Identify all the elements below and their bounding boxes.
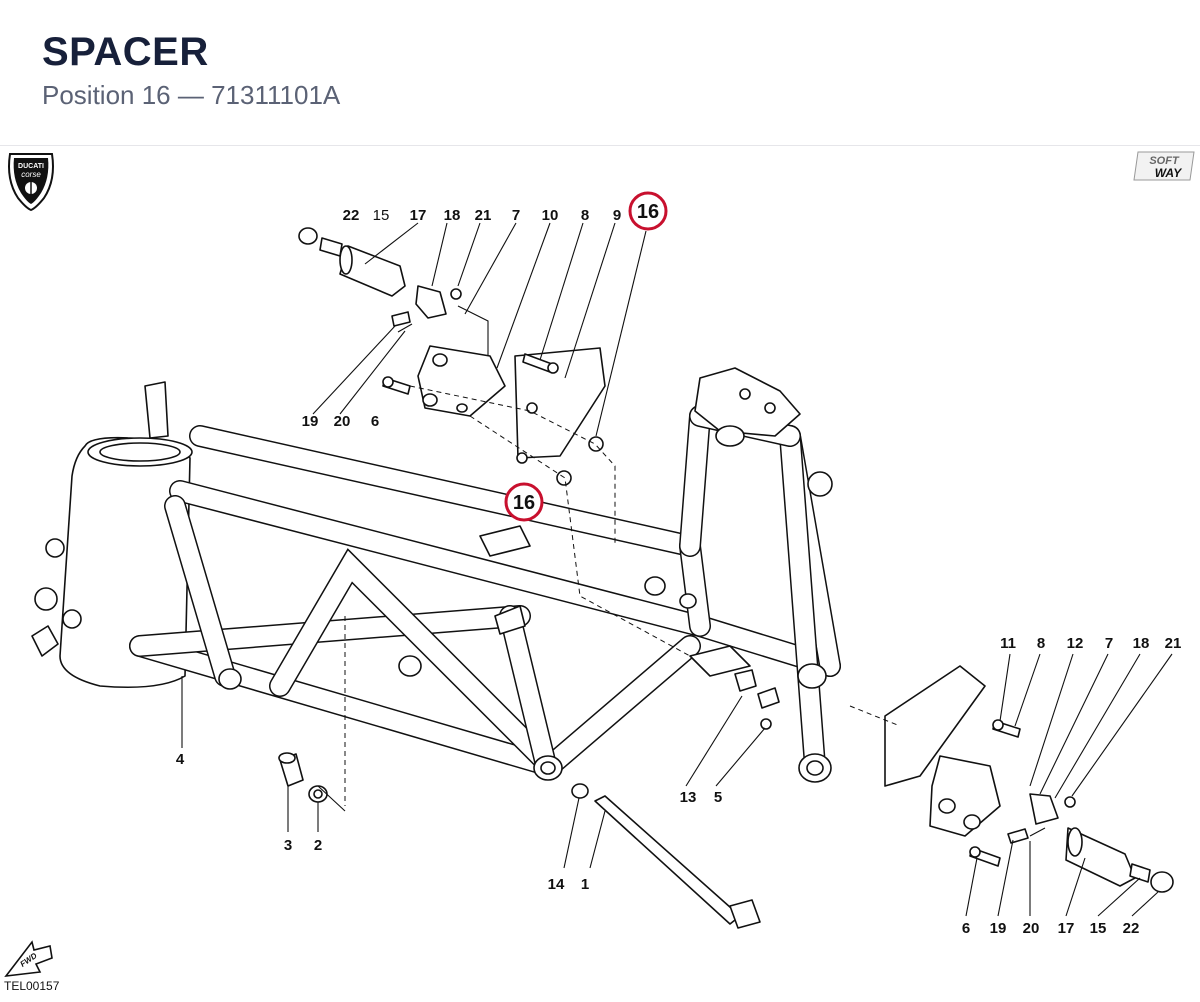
misc-parts	[278, 616, 780, 929]
callout-9: 9	[613, 207, 621, 224]
forward-direction-arrow: FWD	[4, 940, 53, 978]
left-footpeg-assembly	[298, 227, 691, 657]
callout-12: 12	[1067, 635, 1084, 652]
callout-22: 22	[343, 207, 360, 224]
callout-19-right: 19	[990, 920, 1007, 937]
callout-8: 8	[581, 207, 589, 224]
callout-10: 10	[542, 207, 559, 224]
callout-20-right: 20	[1023, 920, 1040, 937]
main-frame	[31, 367, 841, 783]
header: SPACER Position 16 — 71311101A	[42, 28, 340, 112]
callout-3: 3	[284, 837, 292, 854]
spacer-16-upper	[588, 436, 604, 452]
softway-text-top: SOFT	[1149, 155, 1180, 167]
page-title: SPACER	[42, 30, 209, 74]
callout-18-right: 18	[1133, 635, 1150, 652]
callout-21: 21	[475, 207, 492, 224]
callout-6: 6	[371, 413, 379, 430]
callout-18: 18	[444, 207, 461, 224]
callout-2: 2	[314, 837, 322, 854]
callout-5: 5	[714, 789, 722, 806]
logo-text-bottom: corse	[21, 170, 41, 179]
callout-17: 17	[410, 207, 427, 224]
callout-13: 13	[680, 789, 697, 806]
logo-text-top: DUCATI	[18, 163, 44, 170]
spacer-16-lower	[556, 470, 572, 486]
callout-7-right: 7	[1105, 635, 1113, 652]
softway-logo: SOFT WAY	[1133, 151, 1195, 181]
highlight-label-middle: 16	[513, 492, 535, 514]
leader-lines	[181, 222, 1173, 917]
softway-text-bottom: WAY	[1155, 166, 1182, 180]
callout-22-right: 22	[1123, 920, 1140, 937]
header-divider	[0, 145, 1200, 146]
right-footpeg-assembly	[849, 665, 1174, 893]
drawing-reference: TEL00157	[4, 979, 60, 993]
callout-4: 4	[176, 751, 185, 768]
highlight-label-top: 16	[637, 201, 659, 223]
callout-7: 7	[512, 207, 520, 224]
callout-11: 11	[1000, 635, 1016, 652]
page-subtitle: Position 16 — 71311101A	[42, 80, 341, 110]
callout-1: 1	[581, 876, 589, 893]
callout-14: 14	[548, 876, 565, 893]
callout-15-right: 15	[1090, 920, 1107, 937]
callout-19: 19	[302, 413, 319, 430]
callout-8-right: 8	[1037, 635, 1045, 652]
exploded-parts-diagram: DUCATI corse SOFT WAY	[0, 146, 1200, 997]
callouts: 22 15 17 18 21 7 10 8 9 19 20 6 4 3 2 14…	[176, 207, 1182, 937]
highlight-16-top: 16	[628, 191, 668, 231]
callout-21-right: 21	[1165, 635, 1182, 652]
callout-17-right: 17	[1058, 920, 1075, 937]
ducati-corse-logo: DUCATI corse	[8, 153, 54, 212]
callout-20: 20	[334, 413, 351, 430]
callout-15: 15	[373, 207, 390, 224]
callout-6-right: 6	[962, 920, 970, 937]
highlight-16-middle: 16	[504, 482, 544, 522]
